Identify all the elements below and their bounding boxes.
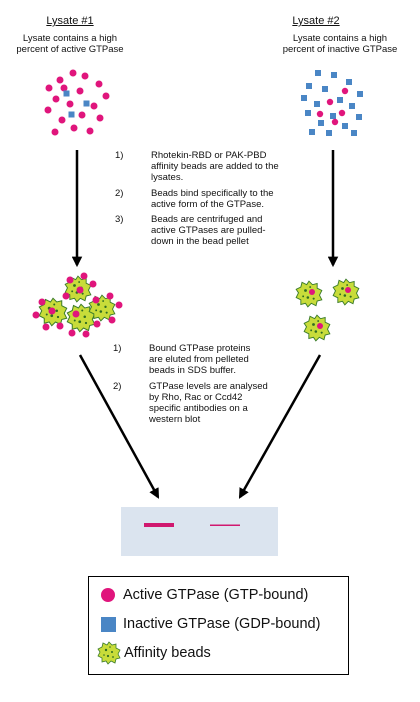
blot-band-lysate1	[144, 523, 174, 527]
steps-top: 1) Rhotekin-RBD or PAK-PBD affinity bead…	[115, 150, 315, 252]
lysate2-description-line2: percent of inactive GTPase	[282, 44, 398, 55]
legend-inactive-label: Inactive GTPase (GDP-bound)	[123, 616, 321, 632]
step-number: 3)	[115, 214, 124, 226]
steps-bottom: 1) Bound GTPase proteins are eluted from…	[113, 343, 303, 429]
affinity-bead-icon	[97, 641, 121, 665]
step-line: active GTPases are pulled-	[151, 225, 266, 237]
step-line: active form of the GTPase.	[151, 198, 264, 210]
step-number: 1)	[113, 343, 122, 354]
lysate1-description-line2: percent of active GTPase	[16, 44, 124, 55]
lysate1-description-line1: Lysate contains a high	[22, 33, 118, 44]
step-line: specific antibodies on a	[149, 403, 248, 415]
step-line: by Rho, Rac or Ccd42	[149, 391, 243, 403]
blot-band-lysate2	[210, 524, 240, 526]
lysate2-description: Lysate contains a high percent of inacti…	[262, 33, 418, 55]
step-number: 1)	[115, 150, 124, 161]
pellet-right	[295, 278, 360, 342]
step-line: are eluted from pelleted	[149, 354, 249, 366]
step-line: Rhotekin-RBD or PAK-PBD	[151, 150, 267, 161]
blue-square-icon	[101, 617, 116, 632]
step-number: 2)	[115, 187, 124, 199]
lysate1-title: Lysate #1	[46, 15, 94, 27]
legend-row-beads: Affinity beads	[97, 641, 211, 665]
arrow-right-converge	[238, 354, 322, 499]
step-line: lysates.	[151, 172, 184, 184]
lysate2-title: Lysate #2	[292, 15, 340, 27]
lysate1-description: Lysate contains a high percent of active…	[2, 33, 138, 55]
step-line: Bound GTPase proteins	[149, 343, 251, 354]
lysate2-description-line1: Lysate contains a high	[292, 33, 388, 44]
step-top-2: 2) Beads bind specifically to the active…	[115, 188, 315, 210]
legend-row-active: Active GTPase (GTP-bound)	[99, 585, 308, 605]
lysate2-cluster	[301, 70, 363, 136]
legend: Active GTPase (GTP-bound) Inactive GTPas…	[88, 576, 349, 675]
step-line: Beads bind specifically to the	[151, 187, 274, 199]
arrow-left-converge	[78, 354, 160, 499]
pink-circle-icon	[101, 588, 115, 602]
step-top-3: 3) Beads are centrifuged and active GTPa…	[115, 214, 315, 248]
step-line: down in the bead pellet	[151, 236, 249, 248]
step-line: GTPase levels are analysed	[149, 380, 268, 392]
step-top-1: 1) Rhotekin-RBD or PAK-PBD affinity bead…	[115, 150, 315, 184]
step-line: Beads are centrifuged and	[151, 214, 263, 226]
step-bottom-1: 1) Bound GTPase proteins are eluted from…	[113, 343, 303, 377]
step-line: western blot	[149, 414, 201, 426]
lysate1-cluster	[44, 69, 110, 136]
step-number: 2)	[113, 380, 122, 392]
legend-active-label: Active GTPase (GTP-bound)	[123, 587, 309, 603]
step-line: beads in SDS buffer.	[149, 365, 236, 377]
legend-beads-label: Affinity beads	[124, 645, 211, 661]
pellet-left	[32, 272, 123, 338]
step-bottom-2: 2) GTPase levels are analysed by Rho, Ra…	[113, 381, 303, 426]
western-blot	[121, 507, 278, 556]
step-line: affinity beads are added to the	[151, 161, 279, 173]
legend-row-inactive: Inactive GTPase (GDP-bound)	[99, 614, 320, 634]
